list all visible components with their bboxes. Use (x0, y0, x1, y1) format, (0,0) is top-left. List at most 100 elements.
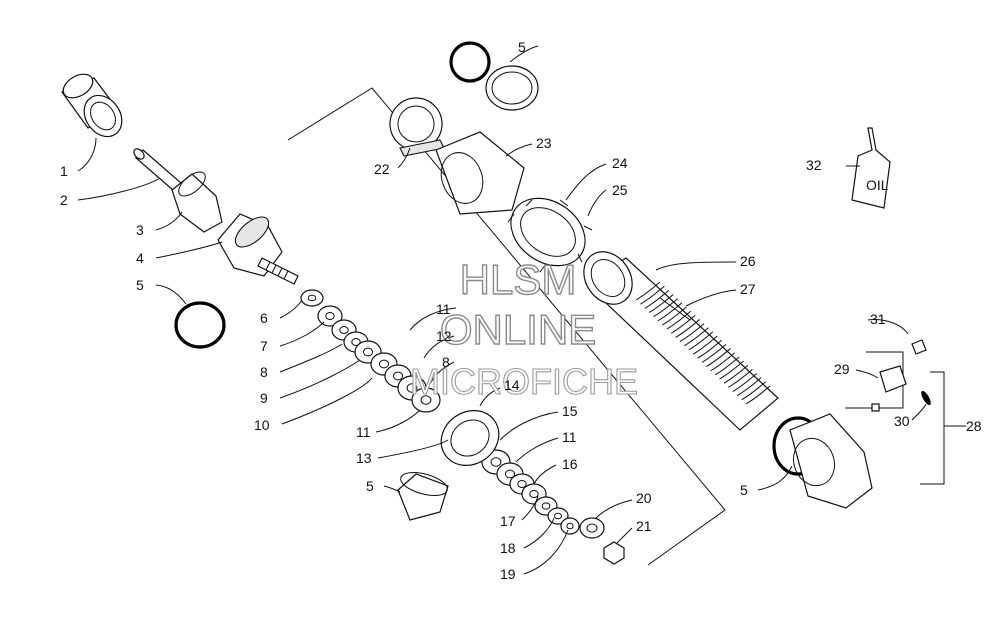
callout-28: 28 (966, 418, 982, 434)
callout-10: 10 (254, 417, 270, 433)
part-4-seal-head (217, 213, 299, 285)
spring-coil (723, 364, 749, 384)
watermark: HLSM ONLINE MICROFICHE (409, 255, 638, 402)
stack-washer-hole (392, 371, 404, 381)
stack-washer-hole (529, 490, 539, 498)
stack-washer-hole (517, 480, 527, 488)
spring-coil (732, 373, 758, 392)
callout-13: 13 (356, 450, 372, 466)
callout-11-mid: 11 (356, 424, 371, 440)
stack-washer-hole (490, 457, 502, 467)
callout-23: 23 (536, 135, 552, 151)
callout-5-bottom: 5 (366, 478, 374, 494)
watermark-line-3: MICROFICHE (410, 361, 638, 402)
callout-17: 17 (500, 513, 516, 529)
callout-19: 19 (500, 566, 516, 582)
stack-washer-hole (362, 347, 374, 357)
callout-3: 3 (136, 222, 144, 238)
callout-27: 27 (740, 281, 756, 297)
watermark-line-2: ONLINE (440, 306, 596, 353)
callout-11-top: 11 (436, 301, 451, 317)
part-22-piston (389, 97, 445, 157)
kit-28-bracket (920, 371, 945, 485)
callout-labels: 1 2 3 4 5 6 7 8 9 10 11 12 8 11 13 14 15… (60, 39, 982, 582)
callout-2: 2 (60, 192, 68, 208)
callout-11-right: 11 (562, 429, 577, 445)
callout-9: 9 (260, 390, 268, 406)
part-23-sleeve (435, 131, 525, 215)
callout-12: 12 (436, 328, 452, 344)
stack-washer-hole (566, 522, 574, 530)
spring-coil (714, 356, 740, 376)
spring-coil (640, 285, 665, 305)
part-32-oil-bottle: OIL (851, 127, 891, 209)
spring-coil (692, 335, 718, 355)
stack-washer-hole (420, 395, 432, 405)
callout-29: 29 (834, 361, 850, 377)
watermark-line-1: HLSM (460, 256, 577, 303)
part-5-band-bottom (397, 472, 449, 521)
stack-washer-hole (554, 512, 562, 520)
part-20-washer (579, 517, 605, 539)
stack-washer (560, 517, 580, 535)
callout-8-left: 8 (260, 364, 268, 380)
spring-coil (688, 331, 714, 351)
spring-coil (653, 298, 678, 318)
stack-washer-hole (307, 294, 317, 302)
stack-washer-hole (378, 359, 390, 369)
callout-8-right: 8 (442, 354, 450, 370)
group-bracket (287, 87, 726, 566)
spring-coil (684, 327, 709, 347)
part-26-27-body-spring (583, 251, 779, 431)
spring-coil (745, 385, 771, 405)
part-31-cap (911, 339, 927, 355)
spring-coil (701, 344, 727, 363)
callout-6: 6 (260, 310, 268, 326)
stack-washer-hole (339, 326, 349, 334)
stack-washer-hole (406, 383, 418, 393)
stack-washer (317, 305, 343, 327)
callout-24: 24 (612, 155, 628, 171)
stack-washer (300, 289, 324, 307)
callout-14: 14 (504, 377, 520, 393)
part-lower-eyelet (789, 413, 873, 509)
spring-coil (644, 289, 670, 309)
stack-washer (411, 387, 441, 413)
spring-coil (706, 348, 731, 367)
spring-coil (666, 310, 692, 330)
callout-22: 22 (374, 161, 390, 177)
callout-5-right: 5 (740, 482, 748, 498)
callout-7: 7 (260, 338, 268, 354)
stack-washer-hole (325, 312, 335, 320)
part-13-piston (440, 410, 500, 466)
spring-coil (670, 314, 696, 334)
callout-20: 20 (636, 490, 652, 506)
spring-coil (697, 339, 722, 359)
part-1-bushing (61, 73, 123, 138)
part-30-o-ring (921, 390, 931, 406)
callout-16: 16 (562, 456, 578, 472)
spring-coil (679, 323, 705, 343)
callout-5-top: 5 (518, 39, 526, 55)
callout-30: 30 (894, 413, 910, 429)
callout-21: 21 (636, 518, 652, 534)
leader-lines (77, 45, 966, 575)
part-21-nut (603, 541, 625, 565)
spring-coil (662, 306, 687, 326)
callout-5-left: 5 (136, 277, 144, 293)
spring-coil (675, 319, 700, 338)
spring-coil (648, 294, 674, 313)
part-3-bump-stop (171, 171, 223, 233)
spring-coil (635, 281, 661, 301)
part-5-o-ring-top (449, 41, 491, 83)
stack-washer-hole (541, 502, 551, 510)
stack-washer-hole (351, 338, 361, 346)
spring-coil (657, 302, 683, 322)
callout-26: 26 (740, 253, 756, 269)
callout-1: 1 (60, 163, 68, 179)
part-5-band-top (485, 65, 539, 111)
part-29-valve-core (871, 365, 907, 412)
callout-25: 25 (612, 182, 628, 198)
spring-coil (719, 360, 744, 380)
